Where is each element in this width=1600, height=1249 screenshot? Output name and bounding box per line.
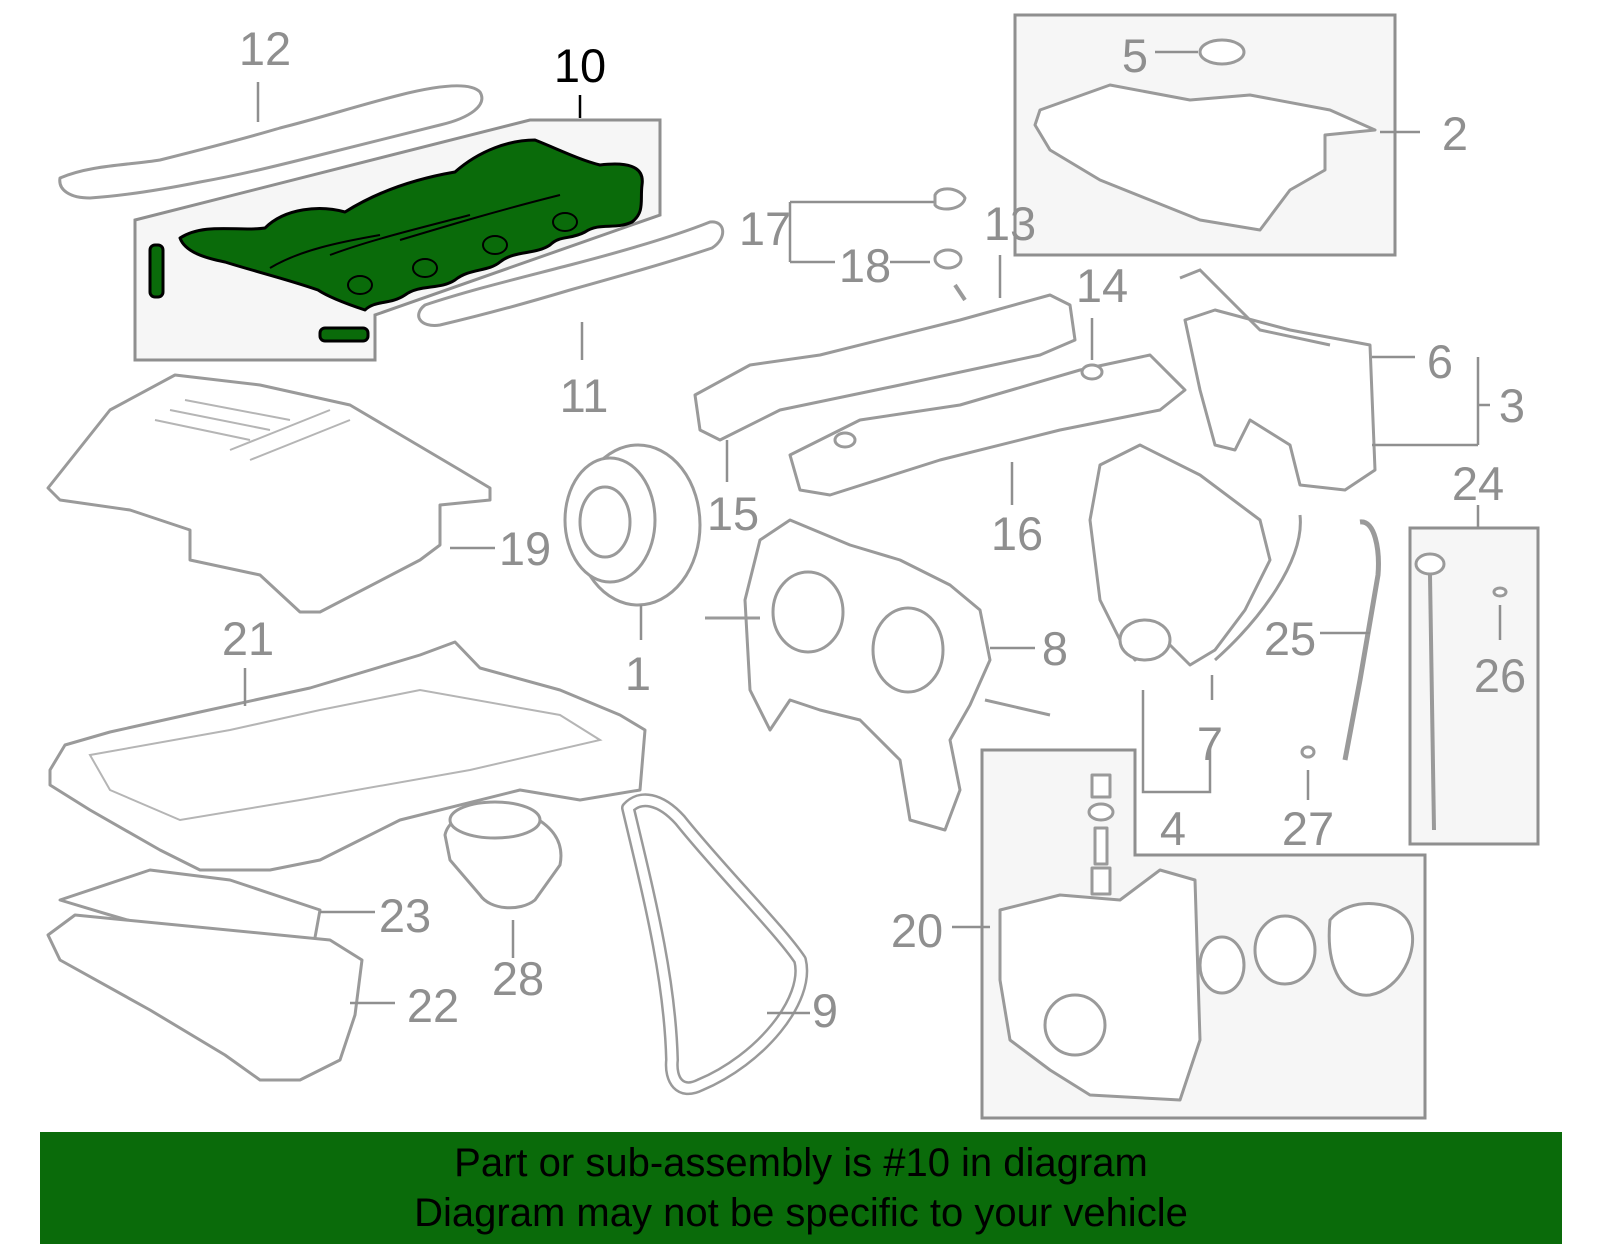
callout-9: 9	[812, 984, 838, 1037]
callout-17: 17	[739, 202, 791, 255]
dipstick-tube-25	[1342, 519, 1381, 761]
callout-16: 16	[991, 507, 1043, 560]
callout-13: 13	[984, 197, 1036, 250]
info-banner: Part or sub-assembly is #10 in diagram D…	[40, 1132, 1562, 1244]
callout-6: 6	[1427, 335, 1453, 388]
callout-3: 3	[1499, 379, 1525, 432]
banner-line-2: Diagram may not be specific to your vehi…	[414, 1191, 1188, 1235]
callout-8: 8	[1042, 622, 1068, 675]
callout-12: 12	[239, 22, 291, 75]
callout-24: 24	[1452, 457, 1504, 510]
callout-28: 28	[492, 952, 544, 1005]
crank-pulley-1	[563, 443, 702, 607]
oil-filler-cap-17	[933, 187, 967, 211]
callout-15: 15	[707, 487, 759, 540]
valve-cover-15	[693, 293, 1077, 442]
callout-19: 19	[499, 522, 551, 575]
callout-10: 10	[554, 39, 606, 92]
callout-25: 25	[1264, 612, 1316, 665]
callout-27: 27	[1282, 802, 1334, 855]
dipstick-24	[1414, 552, 1446, 831]
oil-pan-upper-21	[48, 640, 647, 872]
callout-21: 21	[222, 612, 274, 665]
callout-11: 11	[560, 369, 609, 422]
callout-18: 18	[839, 239, 891, 292]
callout-1: 1	[625, 647, 651, 700]
callout-23: 23	[379, 889, 431, 942]
oil-filter-28	[443, 800, 563, 910]
valve-cover-16	[788, 353, 1187, 497]
callout-4: 4	[1160, 802, 1186, 855]
timing-cover-lower-4	[1088, 443, 1272, 667]
callout-2: 2	[1442, 107, 1468, 160]
engine-top-cover-2	[1033, 83, 1377, 232]
callout-26: 26	[1474, 649, 1526, 702]
intake-manifold-highlighted[interactable]	[148, 138, 644, 343]
callout-22: 22	[407, 979, 459, 1032]
cap-gasket-18	[933, 248, 963, 270]
callout-5: 5	[1122, 29, 1148, 82]
intake-gasket-12	[58, 84, 484, 200]
timing-cover-rear-8	[705, 518, 1051, 832]
oil-pump-20	[998, 773, 1415, 1102]
engine-cover-19	[46, 373, 492, 614]
oil-pan-lower-22	[46, 913, 364, 1082]
intake-gasket-11	[417, 220, 725, 327]
callout-14: 14	[1076, 259, 1128, 312]
seal-5	[1198, 38, 1246, 66]
timing-belt-9	[621, 793, 809, 1096]
timing-cover-upper-6	[1183, 308, 1377, 492]
callout-7: 7	[1197, 717, 1223, 770]
callout-20: 20	[891, 904, 943, 957]
banner-line-1: Part or sub-assembly is #10 in diagram	[454, 1141, 1148, 1185]
